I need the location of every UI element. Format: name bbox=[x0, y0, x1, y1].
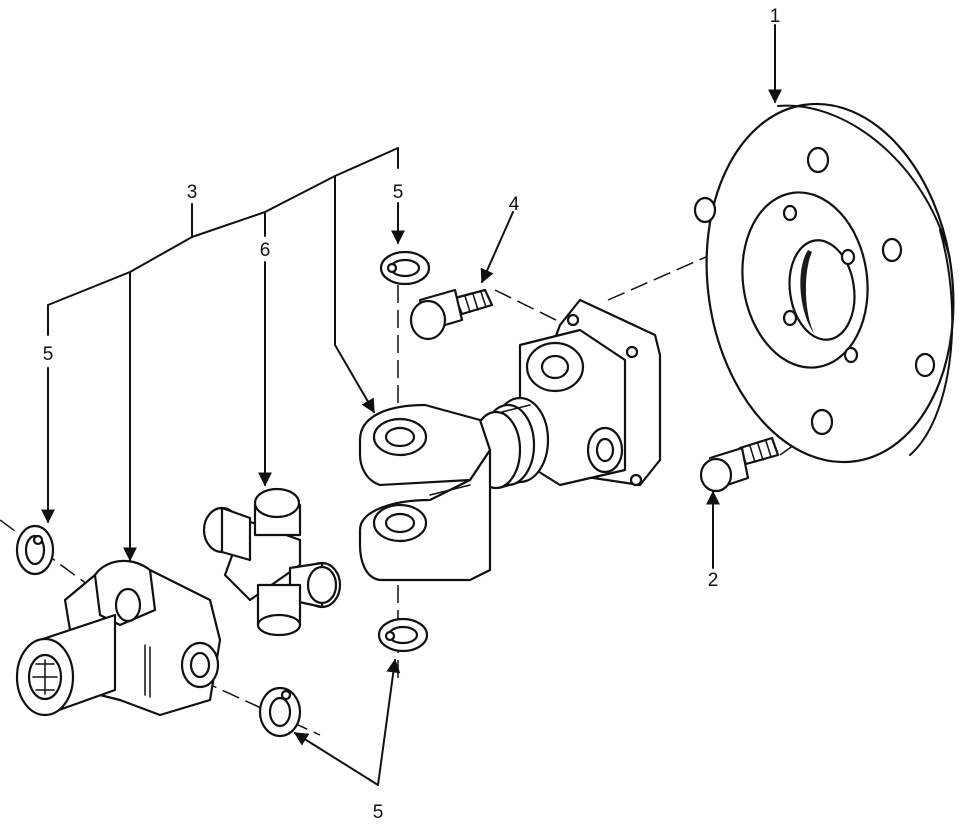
cross-spider bbox=[202, 487, 342, 637]
flange-plate bbox=[693, 102, 955, 464]
callout-5-bottom: 5 bbox=[373, 802, 384, 823]
snap-ring-right bbox=[258, 686, 302, 738]
callout-labels: 1 2 3 4 5 5 5 6 bbox=[43, 6, 781, 823]
leader-lines bbox=[41, 24, 782, 786]
callout-2: 2 bbox=[708, 570, 719, 591]
set-screw-upper bbox=[409, 288, 494, 341]
snap-ring-top bbox=[379, 250, 431, 286]
callout-1: 1 bbox=[770, 6, 781, 27]
snap-rings bbox=[15, 250, 431, 738]
snap-ring-bottom bbox=[377, 617, 429, 653]
callout-5-left: 5 bbox=[43, 344, 54, 365]
flange-bolt-holes bbox=[693, 146, 936, 436]
callout-3: 3 bbox=[187, 182, 198, 203]
callout-5-top: 5 bbox=[393, 182, 404, 203]
center-yoke bbox=[358, 403, 492, 582]
callout-4: 4 bbox=[509, 194, 520, 215]
flange-yoke bbox=[470, 298, 662, 490]
splined-yoke bbox=[15, 559, 222, 717]
set-screw-lower bbox=[699, 436, 780, 493]
callout-6: 6 bbox=[260, 240, 271, 261]
snap-ring-left bbox=[15, 524, 55, 576]
